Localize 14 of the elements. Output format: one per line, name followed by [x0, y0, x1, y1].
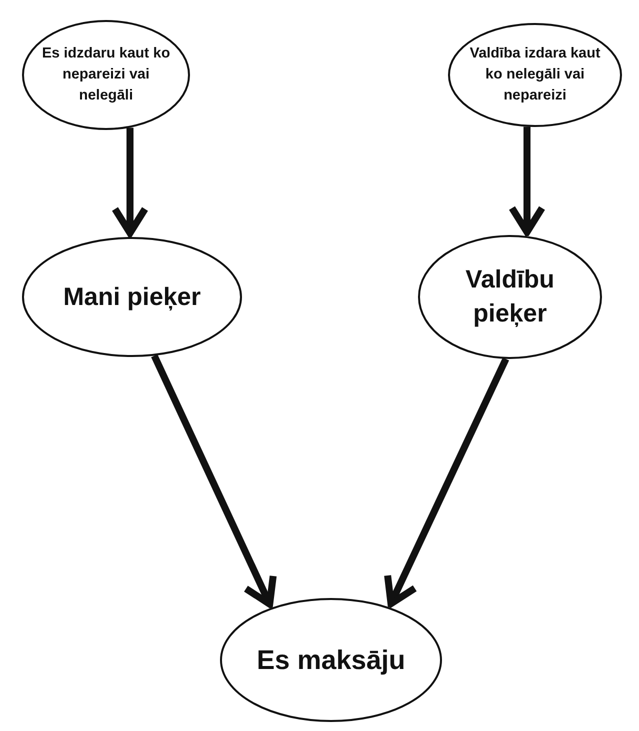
ellipse-node: [22, 237, 242, 357]
ellipse-node: [22, 20, 190, 130]
node-text: Es idzdaru kaut ko nepareizi vai nelegāli: [40, 44, 172, 106]
arrow: [151, 354, 277, 608]
arrow: [112, 128, 148, 236]
node-text: Mani pieķer: [62, 282, 202, 312]
node-text: Es maksāju: [256, 644, 406, 676]
node-text: Valdību pieķer: [464, 264, 556, 329]
ellipse-node: [418, 235, 602, 359]
ellipse-node: [448, 23, 622, 127]
arrow: [508, 126, 546, 236]
node-text: Valdība izdara kaut ko nelegāli vai nepareizi: [468, 44, 602, 106]
ellipse-node: [220, 598, 442, 722]
arrow: [384, 357, 510, 608]
